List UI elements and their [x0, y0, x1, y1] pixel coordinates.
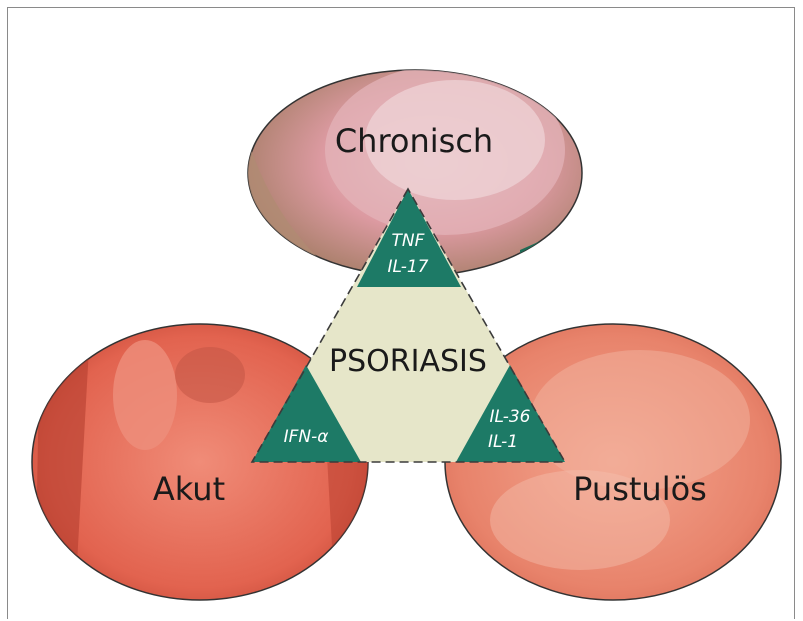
right-corner-line2: IL-1 [488, 432, 518, 452]
top-corner-line2: IL-17 [388, 257, 429, 277]
chronic-label: Chronisch [335, 122, 493, 160]
top-corner-line1: TNF [392, 231, 425, 251]
pustular-label: Pustulös [573, 470, 707, 508]
right-corner-line1: IL-36 [490, 407, 531, 427]
acute-label: Akut [153, 470, 225, 508]
center-title: PSORIASIS [329, 344, 487, 379]
left-corner-line1: IFN-α [284, 427, 329, 447]
